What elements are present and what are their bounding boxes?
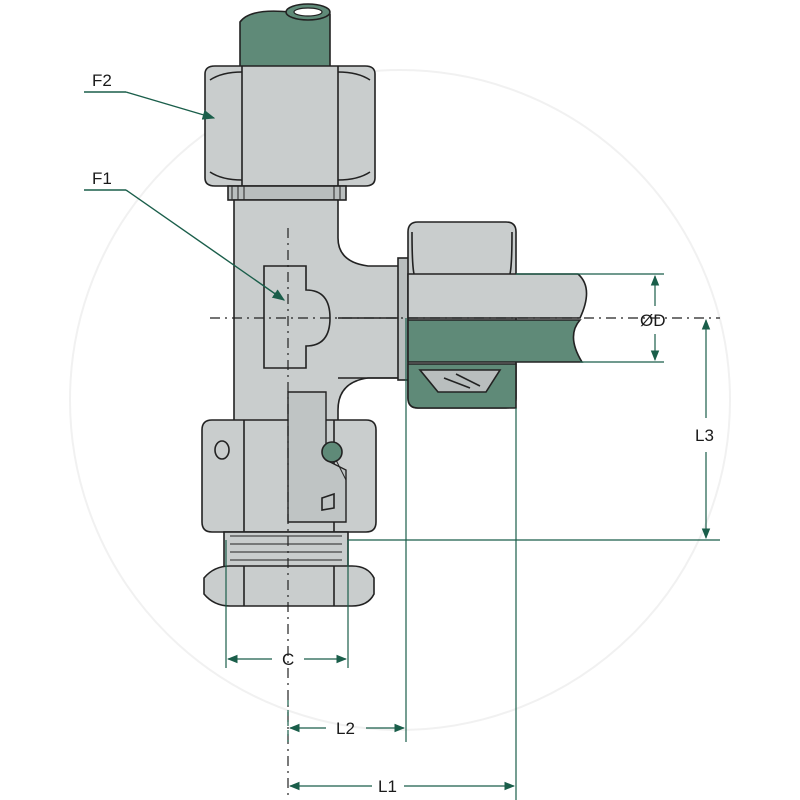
bottom-nut [201, 391, 377, 533]
watermark-circle [69, 69, 731, 731]
label-c: C [282, 650, 294, 669]
label-f2: F2 [92, 71, 112, 90]
right-pipe [407, 273, 588, 409]
top-nut [204, 65, 376, 201]
label-diameter-d: ØD [640, 311, 666, 330]
label-l3: L3 [695, 426, 714, 445]
label-l2: L2 [336, 719, 355, 738]
label-f1: F1 [92, 169, 112, 188]
tee-body [233, 199, 403, 426]
bottom-stud [203, 531, 375, 607]
top-pipe [239, 3, 331, 69]
label-l1: L1 [378, 777, 397, 796]
